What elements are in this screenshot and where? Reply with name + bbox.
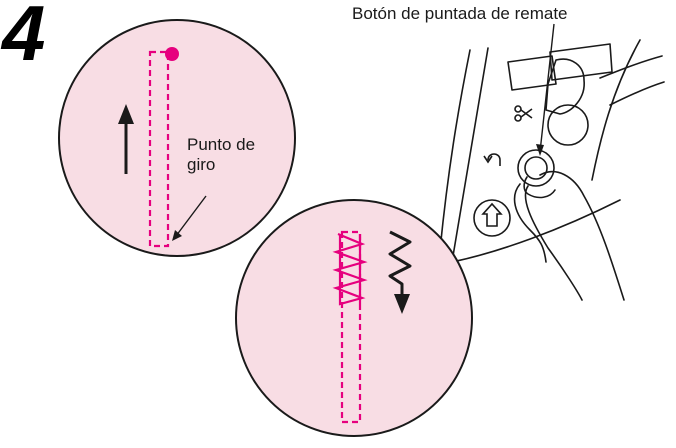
- pivot-point-label: Punto de giro: [187, 135, 287, 176]
- needle-up-icon: [481, 202, 503, 227]
- pivot-label-line-2: giro: [187, 155, 216, 175]
- machine-panel: [439, 39, 665, 301]
- straight-stitch-line: [148, 50, 170, 248]
- reverse-stitch-line: [340, 230, 362, 424]
- button-pointer-arrowhead: [536, 144, 544, 156]
- button-pointer-line: [539, 23, 555, 153]
- needle-position-dot: [165, 47, 179, 61]
- pivot-pointer-arrowhead: [172, 230, 182, 241]
- step-number: 4: [2, 0, 46, 77]
- reverse-arrow-icon: [483, 153, 501, 166]
- reinforcement-zigzag: [332, 232, 368, 306]
- down-arrow-head: [394, 294, 410, 314]
- reverse-stitch-circle: [235, 199, 473, 437]
- pivot-label-line-1: Punto de: [187, 135, 256, 154]
- zigzag-arrow-icon: [388, 230, 412, 298]
- scissors-icon: [514, 105, 533, 122]
- straight-stitch-circle: [58, 19, 296, 257]
- up-arrow-icon: [118, 104, 134, 124]
- pivot-pointer-line: [175, 195, 207, 237]
- reverse-button-label: Botón de puntada de remate: [352, 4, 568, 23]
